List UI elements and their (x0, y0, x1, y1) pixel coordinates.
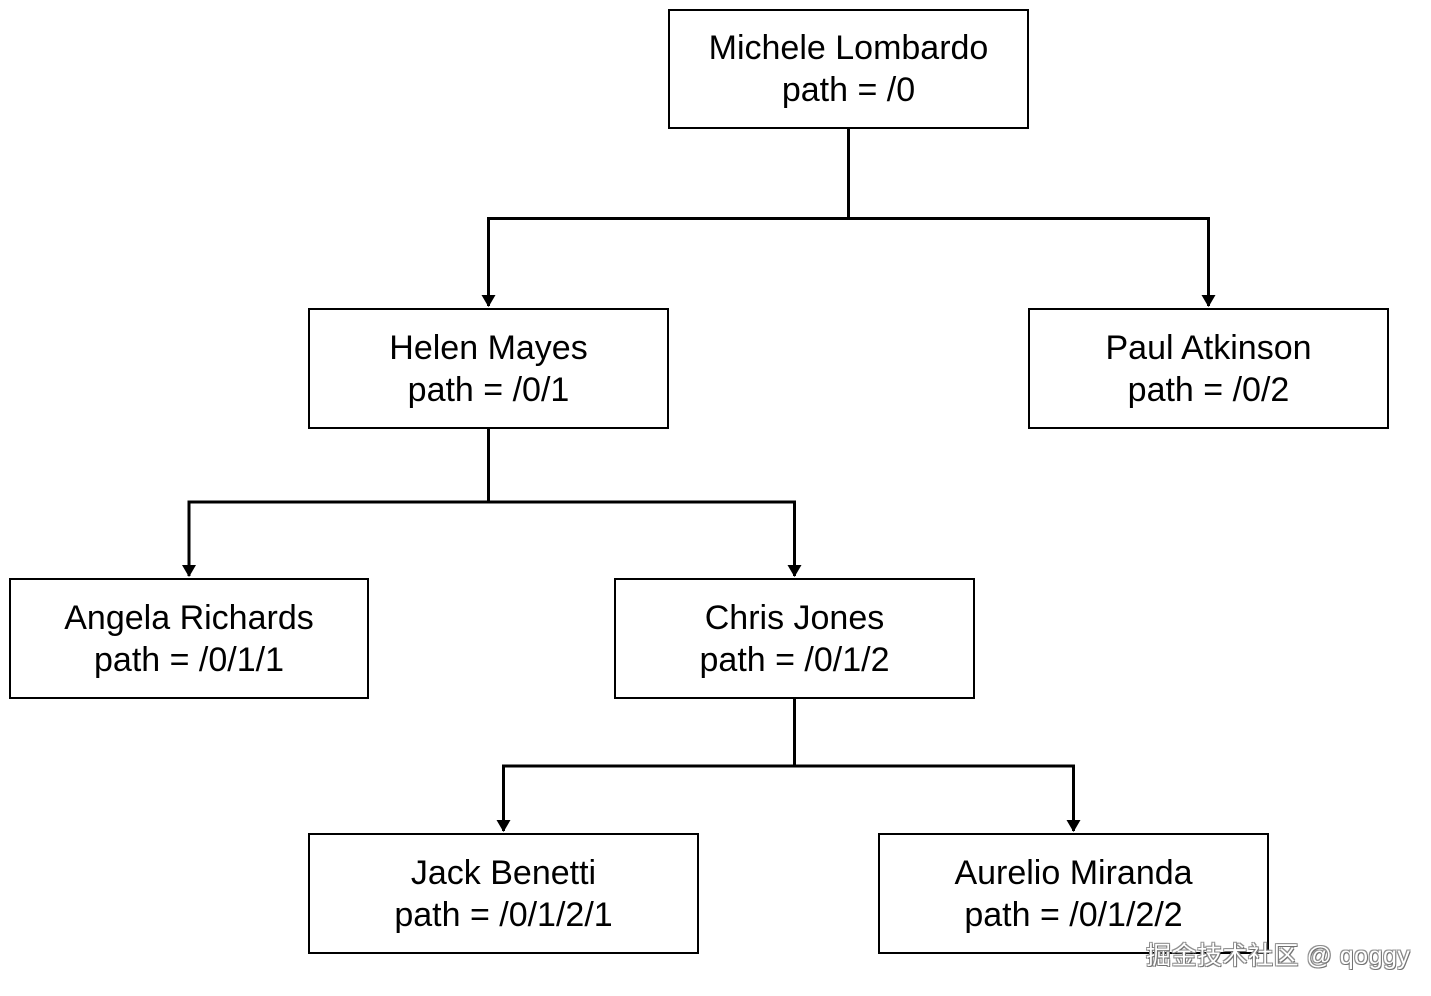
node-helen-mayes: Helen Mayes path = /0/1 (308, 308, 669, 429)
node-name: Paul Atkinson (1105, 328, 1312, 367)
node-name: Aurelio Miranda (954, 853, 1193, 892)
edge-n4-n5 (496, 699, 796, 832)
edge-n0-n1 (481, 129, 850, 307)
node-name: Chris Jones (704, 598, 885, 637)
edge-n0-n2 (847, 129, 1216, 307)
node-jack-benetti: Jack Benetti path = /0/1/2/1 (308, 833, 699, 954)
node-path: path = /0/1/2/1 (394, 895, 613, 934)
edge-n4-n6 (793, 699, 1081, 832)
edge-n1-n3 (182, 429, 490, 577)
node-paul-atkinson: Paul Atkinson path = /0/2 (1028, 308, 1389, 429)
node-name: Jack Benetti (410, 853, 597, 892)
node-path: path = /0/1/2 (699, 640, 890, 679)
node-chris-jones: Chris Jones path = /0/1/2 (614, 578, 975, 699)
node-path: path = /0/1/2/2 (964, 895, 1183, 934)
node-path: path = /0/2 (1127, 370, 1290, 409)
node-aurelio-miranda: Aurelio Miranda path = /0/1/2/2 (878, 833, 1269, 954)
watermark: 掘金技术社区 @ qoggy (1146, 942, 1411, 970)
node-name: Angela Richards (64, 598, 314, 637)
node-path: path = /0/1 (407, 370, 570, 409)
node-path: path = /0 (781, 71, 916, 109)
node-path: path = /0/1/1 (94, 640, 284, 679)
edge-n1-n4 (487, 429, 802, 577)
node-angela-richards: Angela Richards path = /0/1/1 (9, 578, 369, 699)
node-name: Helen Mayes (389, 328, 588, 367)
node-michele-lombardo: Michele Lombardo path = /0 (668, 9, 1029, 129)
node-name: Michele Lombardo (708, 29, 989, 67)
